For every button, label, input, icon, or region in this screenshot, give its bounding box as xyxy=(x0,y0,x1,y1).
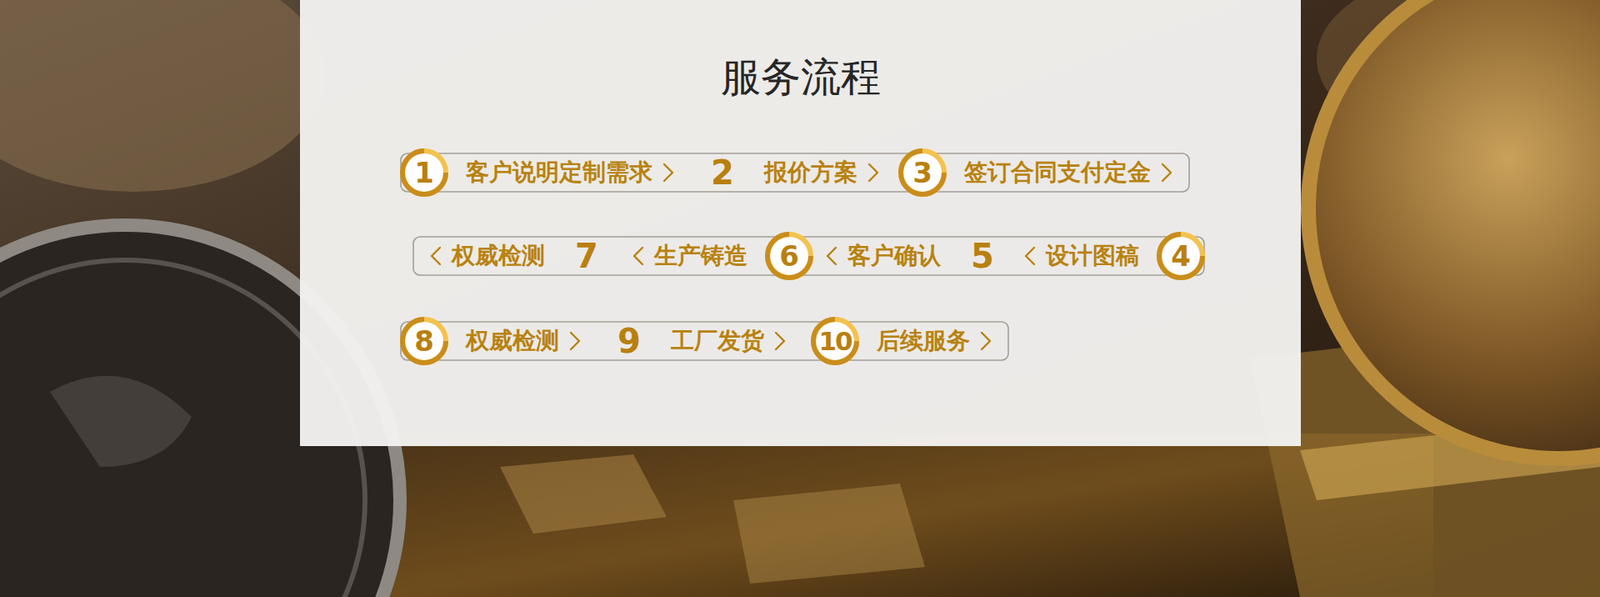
process-step: 7 权威检测 xyxy=(451,230,612,281)
chevron-symbol xyxy=(827,247,836,265)
step-number: 10 xyxy=(818,325,851,356)
process-step: 4 设计图稿 xyxy=(1045,230,1206,281)
step-bar xyxy=(400,153,1190,192)
gold-coin xyxy=(1308,0,1600,459)
step-label: 权威检测 xyxy=(451,239,545,273)
chevron-symbol xyxy=(869,164,878,181)
ring-dark xyxy=(402,319,446,363)
step-bar xyxy=(400,321,1009,360)
gold-bar-relief xyxy=(500,454,667,534)
number-badge: 4 xyxy=(1155,230,1206,281)
chevron-symbol xyxy=(431,247,440,265)
number-badge: 6 xyxy=(764,230,815,281)
number-badge: 8 xyxy=(399,315,450,366)
step-number: 9 xyxy=(617,321,641,360)
process-step: 2 报价方案 xyxy=(697,147,858,198)
process-step: 8 权威检测 xyxy=(399,315,560,366)
process-step: 9 工厂发货 xyxy=(604,315,765,366)
ring-dark xyxy=(1159,234,1203,278)
step-number: 7 xyxy=(575,236,599,275)
step-number: 2 xyxy=(710,153,735,192)
step-number: 1 xyxy=(414,155,435,190)
step-label: 客户说明定制需求 xyxy=(465,155,653,190)
ring-dark xyxy=(900,150,945,195)
process-step: 6 生产铸造 xyxy=(654,230,815,281)
step-number: 8 xyxy=(414,324,435,358)
coin-relief xyxy=(50,375,192,467)
step-label: 权威检测 xyxy=(465,324,560,358)
number-badge: 1 xyxy=(399,147,450,198)
blurred-gold xyxy=(0,0,325,192)
step-number: 6 xyxy=(779,239,800,273)
ring-light xyxy=(813,319,857,363)
step-label: 报价方案 xyxy=(764,155,858,190)
chevron-symbol xyxy=(664,164,673,181)
chevron-symbol xyxy=(775,332,785,350)
ring-light xyxy=(767,234,811,278)
chevron-symbol xyxy=(1162,164,1171,181)
process-step: 10 后续服务 xyxy=(810,315,970,366)
step-label: 签订合同支付定金 xyxy=(964,155,1151,190)
chevron-symbol xyxy=(570,332,580,350)
process-step: 1 客户说明定制需求 xyxy=(399,147,653,198)
ring-dark xyxy=(767,234,811,278)
ring-light xyxy=(1159,234,1203,278)
number-badge: 3 xyxy=(897,147,948,198)
step-label: 设计图稿 xyxy=(1045,239,1140,273)
diagram-title: 服务流程 xyxy=(300,51,1301,102)
number-holder: 9 xyxy=(604,315,655,366)
ring-light xyxy=(402,150,446,195)
ring-light xyxy=(402,319,446,363)
ring-dark xyxy=(813,319,857,363)
process-step: 5 客户确认 xyxy=(847,230,1008,281)
step-number: 4 xyxy=(1170,239,1191,273)
step-number: 3 xyxy=(912,155,933,190)
step-label: 客户确认 xyxy=(847,239,941,273)
number-holder: 7 xyxy=(561,230,612,281)
step-number: 5 xyxy=(970,236,995,275)
gold-bar-relief xyxy=(733,483,925,584)
white-panel xyxy=(300,0,1301,446)
chevron-symbol xyxy=(1025,247,1035,265)
number-holder: 5 xyxy=(957,230,1008,281)
chevron-symbol xyxy=(634,247,643,265)
process-step: 3 签订合同支付定金 xyxy=(897,147,1151,198)
step-label: 工厂发货 xyxy=(670,324,765,358)
ring-light xyxy=(900,150,945,195)
step-label: 生产铸造 xyxy=(654,239,748,273)
step-label: 后续服务 xyxy=(876,324,970,358)
chevron-symbol xyxy=(981,332,990,350)
number-holder: 2 xyxy=(697,147,748,198)
ring-dark xyxy=(402,150,446,195)
number-badge: 10 xyxy=(810,315,860,366)
